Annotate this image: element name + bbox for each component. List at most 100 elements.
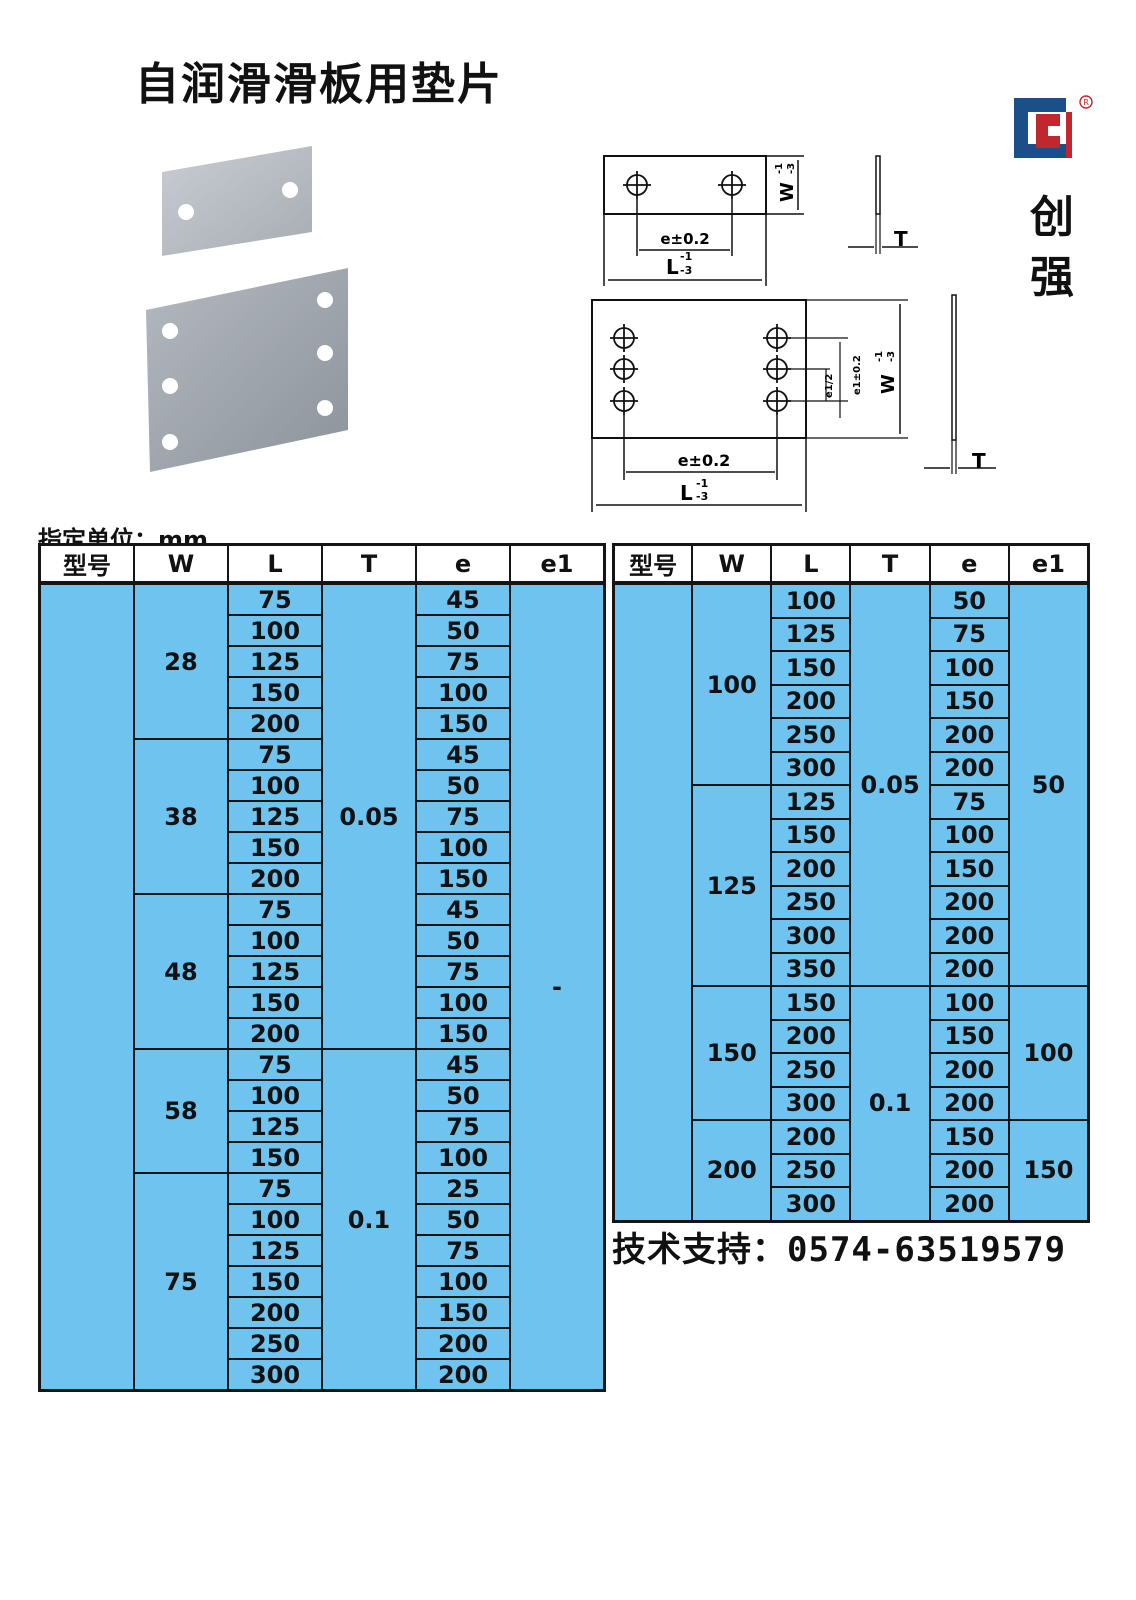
col-header: T [321,543,417,585]
l-cell: 350 [770,951,852,987]
table-row: 250 200 [614,717,1089,753]
w-cell: 200 [691,1119,773,1222]
e-cell: 150 [415,862,511,895]
l-cell: 125 [227,955,323,988]
table-row: 125 75 [40,955,605,988]
l-cell: 200 [227,707,323,740]
e-cell: 200 [928,717,1010,753]
e-cell: 200 [928,884,1010,920]
col-header: W [133,543,229,585]
e-cell: 150 [415,707,511,740]
t-cell: 0.1 [321,1048,417,1392]
e-cell: 150 [928,1119,1010,1155]
l-cell: 150 [227,1141,323,1174]
l-cell: 200 [770,851,852,887]
l-cell: 125 [770,616,852,652]
l-cell: 100 [227,924,323,957]
table-header-row: 型号 W L T e e1 [612,543,1090,585]
svg-text:e±0.2: e±0.2 [678,451,731,470]
table-row: 100 50 [40,614,605,647]
w-cell: 75 [133,1172,229,1392]
l-cell: 75 [227,738,323,771]
l-cell: 150 [227,1265,323,1298]
l-cell: 300 [770,750,852,786]
l-cell: 150 [227,676,323,709]
l-cell: 250 [770,717,852,753]
e-cell: 100 [415,986,511,1019]
l-cell: 200 [227,1296,323,1329]
e-cell: 75 [415,955,511,988]
model-cell [38,582,135,1392]
col-header: L [770,543,852,585]
svg-text:R: R [1083,98,1089,107]
l-cell: 200 [227,1017,323,1050]
table-row: 250 200 [614,884,1089,920]
l-cell: 100 [227,614,323,647]
t-cell: 0.05 [321,582,417,1050]
e-cell: 100 [415,831,511,864]
svg-text:-1: -1 [874,351,885,362]
e-cell: 200 [928,1186,1010,1222]
l-cell: 300 [770,918,852,954]
col-header: 型号 [612,543,694,585]
e-cell: 150 [415,1017,511,1050]
e1-cell: 100 [1007,985,1090,1121]
e-cell: 50 [415,614,511,647]
page-title: 自润滑滑板用垫片 [135,59,503,110]
tech-support-phone: 技术支持：0574-63519579 [612,1230,1067,1270]
e-cell: 100 [415,1265,511,1298]
svg-text:L: L [680,481,693,505]
w-cell: 28 [133,582,229,740]
e1-cell: - [509,582,606,1392]
e-cell: 50 [928,582,1010,619]
table-row: 200 150 [614,851,1089,887]
svg-text:-3: -3 [696,490,708,503]
svg-text:W: W [878,374,899,394]
col-header: e1 [1007,543,1090,585]
svg-text:L: L [666,255,679,279]
e-cell: 50 [415,924,511,957]
l-cell: 75 [227,893,323,926]
brand-name: 创 强 [1030,192,1074,303]
l-cell: 150 [227,831,323,864]
col-header: e [928,543,1010,585]
e-cell: 200 [928,1152,1010,1188]
l-cell: 75 [227,1048,323,1081]
w-cell: 48 [133,893,229,1050]
e-cell: 50 [415,1079,511,1112]
svg-text:-3: -3 [786,163,797,174]
e-cell: 200 [415,1327,511,1360]
l-cell: 250 [770,884,852,920]
e-cell: 100 [415,1141,511,1174]
w-cell: 150 [691,985,773,1121]
svg-text:-1: -1 [680,250,692,263]
e-cell: 200 [928,951,1010,987]
l-cell: 150 [770,650,852,686]
table-row: 100 50 [40,924,605,957]
e-cell: 150 [928,851,1010,887]
e-cell: 150 [928,1018,1010,1054]
t-cell: 0.1 [849,985,931,1222]
l-cell: 75 [227,1172,323,1205]
l-cell: 200 [770,1119,852,1155]
svg-text:T: T [894,227,908,251]
l-cell: 100 [770,582,852,619]
small-shim-photo [162,146,312,256]
e-cell: 150 [928,683,1010,719]
large-shim-photo [146,268,348,472]
